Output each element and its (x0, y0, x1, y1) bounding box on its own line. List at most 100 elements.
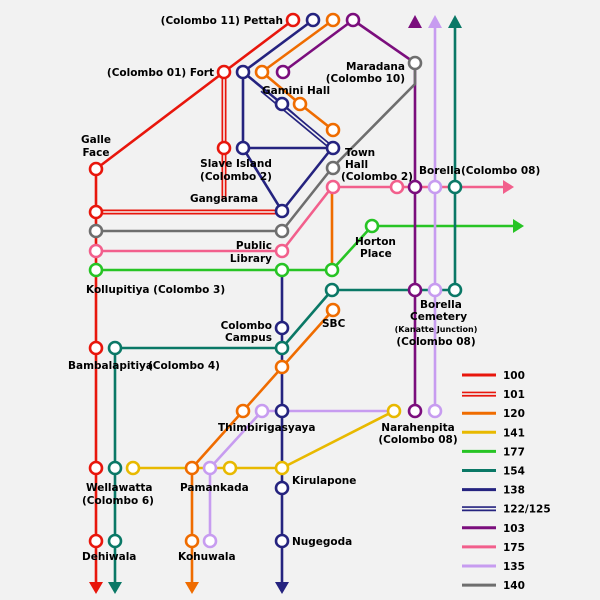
station-slave-island-red[interactable] (216, 140, 232, 156)
legend-row-140: 140 (462, 580, 525, 592)
legend-label: 103 (503, 523, 525, 535)
station-dehiwala-teal[interactable] (107, 533, 123, 549)
station-kohuwala-orange[interactable] (184, 533, 200, 549)
station-fort-orange[interactable] (254, 64, 270, 80)
legend-label: 120 (503, 408, 525, 420)
legend-label: 141 (503, 427, 525, 439)
route-138-line (241, 18, 314, 212)
arrow-orange-down (185, 582, 199, 594)
station-teal-junction[interactable] (324, 282, 340, 298)
station-orange-east[interactable] (325, 122, 341, 138)
station-wellawatta-teal[interactable] (107, 460, 123, 476)
station-public-library-grey[interactable] (274, 223, 290, 239)
station-green-orange[interactable] (324, 262, 340, 278)
station-narahenpita-purple[interactable] (407, 403, 423, 419)
station-dehiwala-red[interactable] (88, 533, 104, 549)
legend-row-177: 177 (462, 446, 525, 458)
station-pamankada-orange[interactable] (184, 460, 200, 476)
station-borella-teal[interactable] (447, 179, 463, 195)
label-colombo-campus-1: Colombo (221, 320, 272, 332)
station-thimbirigasyaya-navy[interactable] (274, 403, 290, 419)
label-borella-cemetery-4: (Colombo 08) (396, 336, 475, 348)
station-slave-island-navy[interactable] (235, 140, 251, 156)
arrow-teal-down (108, 582, 122, 594)
label-horton-place-2: Place (360, 248, 392, 260)
route-122-125-line (260, 88, 334, 150)
legend-label: 154 (503, 466, 525, 478)
label-public-library-2: Library (230, 253, 272, 265)
station-bambalapitiya-red[interactable] (88, 340, 104, 356)
arrow-red-down (89, 582, 103, 594)
station-town-hall-grey[interactable] (325, 160, 341, 176)
route-177-line (96, 224, 520, 272)
station-wellawatta-yellow[interactable] (125, 460, 141, 476)
station-public-library-pink[interactable] (274, 243, 290, 259)
station-pamankada-yellow[interactable] (222, 460, 238, 476)
station-pink-west[interactable] (88, 243, 104, 259)
route-arrowheads (89, 15, 524, 594)
station-fort-navy[interactable] (235, 64, 251, 80)
label-wellawatta-1: Wellawatta (86, 482, 153, 494)
arrow-teal-up (448, 15, 462, 28)
station-pettah-purple[interactable] (345, 12, 361, 28)
station-borella-cemetery-purple[interactable] (407, 282, 423, 298)
route-101-line (96, 72, 282, 215)
station-narahenpita-lavender[interactable] (427, 403, 443, 419)
station-town-hall-pink[interactable] (325, 179, 341, 195)
station-fort-purple[interactable] (275, 64, 291, 80)
label-borella-sub: (Colombo 08) (461, 165, 540, 177)
station-gangarama-west[interactable] (88, 204, 104, 220)
station-sbc[interactable] (325, 302, 341, 318)
legend-row-135: 135 (462, 561, 525, 573)
station-kollupitiya[interactable] (88, 262, 104, 278)
station-gamini-hall-navy[interactable] (274, 96, 290, 112)
label-pamankada: Pamankada (180, 482, 249, 494)
station-thimbirigasyaya-lavender[interactable] (254, 403, 270, 419)
station-kirulapone-navy[interactable] (274, 480, 290, 496)
label-wellawatta-2: (Colombo 6) (82, 495, 154, 507)
label-kollupitiya: Kollupitiya (Colombo 3) (86, 284, 225, 296)
station-bambalapitiya-teal[interactable] (107, 340, 123, 356)
station-grey-west[interactable] (88, 223, 104, 239)
station-gangarama-navy[interactable] (274, 203, 290, 219)
legend-row-100: 100 (462, 370, 525, 382)
station-green-mid[interactable] (274, 262, 290, 278)
station-narahenpita-yellow[interactable] (386, 403, 402, 419)
station-galle-face[interactable] (88, 161, 104, 177)
station-kirulapone[interactable] (274, 460, 290, 476)
station-borella-purple[interactable] (407, 179, 423, 195)
station-teal-campus[interactable] (274, 340, 290, 356)
legend-label: 177 (503, 446, 525, 458)
legend-row-120: 120 (462, 408, 525, 420)
label-bambalapitiya-sub: (Colombo 4) (148, 360, 220, 372)
legend-row-154: 154 (462, 466, 525, 478)
legend-row-141: 141 (462, 427, 525, 439)
label-narahenpita-1: Narahenpita (381, 422, 454, 434)
station-pamankada-lavender[interactable] (202, 460, 218, 476)
station-gamini-hall-orange[interactable] (292, 96, 308, 112)
station-thimbirigasyaya-orange[interactable] (235, 403, 251, 419)
station-horton-place[interactable] (364, 218, 380, 234)
station-nugegoda[interactable] (274, 533, 290, 549)
label-public-library-1: Public (236, 240, 272, 252)
station-borella-pink[interactable] (389, 179, 405, 195)
station-borella-lavender[interactable] (427, 179, 443, 195)
station-fort-red[interactable] (216, 64, 232, 80)
station-pettah-red[interactable] (285, 12, 301, 28)
station-kohuwala-lavender[interactable] (202, 533, 218, 549)
station-borella-cemetery-teal[interactable] (447, 282, 463, 298)
station-orange-south[interactable] (274, 359, 290, 375)
station-maradana[interactable] (407, 55, 423, 71)
station-pettah-navy[interactable] (305, 12, 321, 28)
label-gamini-hall: Gamini Hall (262, 85, 330, 97)
legend-row-138: 138 (462, 485, 525, 497)
station-borella-cemetery-lavender[interactable] (427, 282, 443, 298)
station-town-hall-navy[interactable] (325, 140, 341, 156)
station-pettah-orange[interactable] (325, 12, 341, 28)
station-colombo-campus[interactable] (274, 320, 290, 336)
legend-row-103: 103 (462, 523, 525, 535)
station-wellawatta-red[interactable] (88, 460, 104, 476)
label-maradana-sub: (Colombo 10) (326, 73, 405, 85)
arrow-navy-down (275, 582, 289, 594)
